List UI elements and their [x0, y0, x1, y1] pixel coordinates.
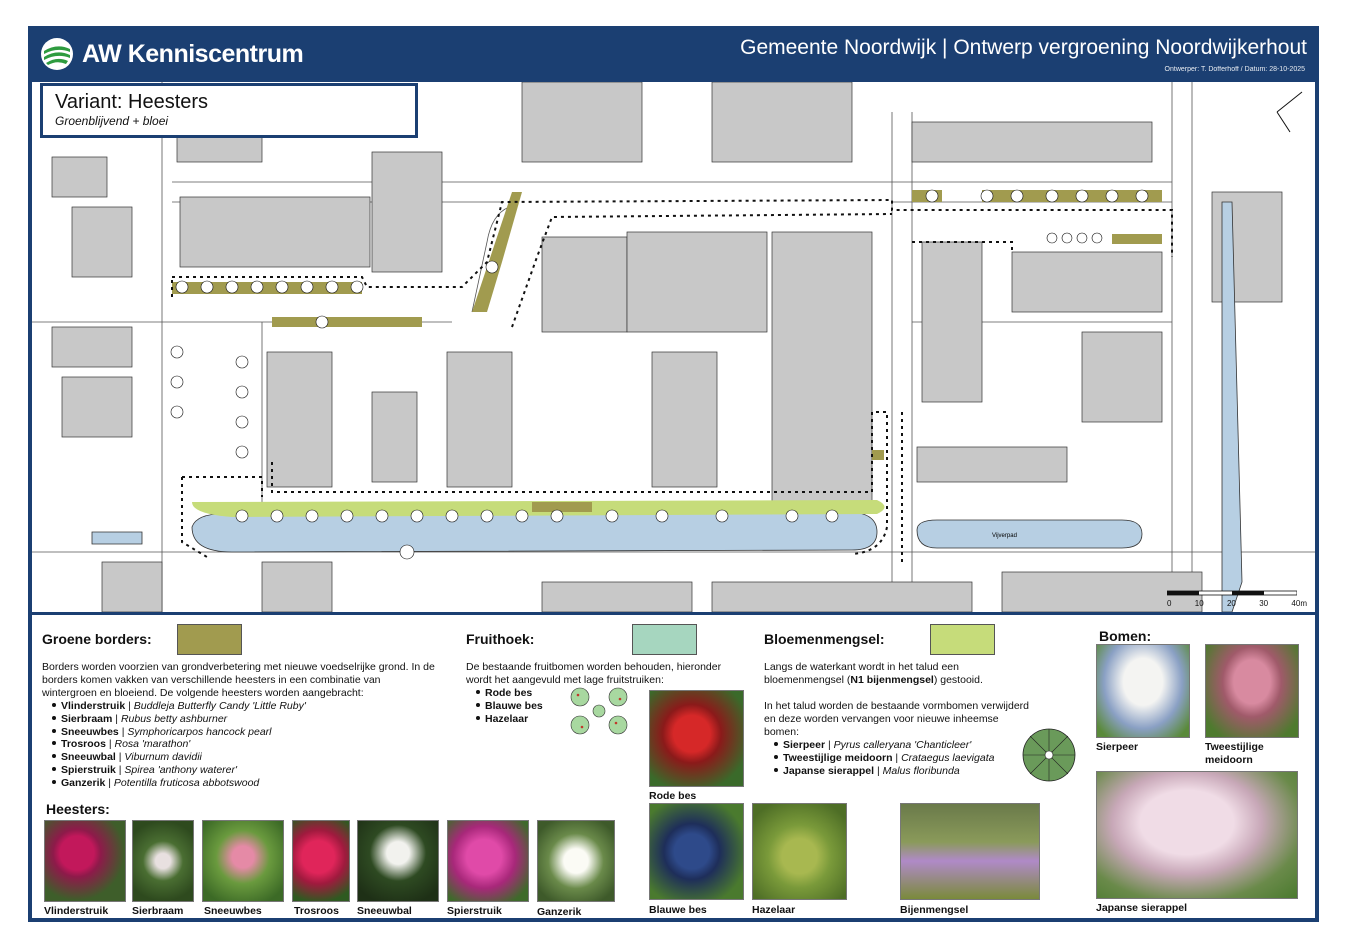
project-meta: Ontwerper: T. Dofferhoff / Datum: 28-10-… [1164, 66, 1305, 73]
heesters-title: Heesters: [46, 801, 110, 817]
list-item: Vlinderstruik | Buddleja Butterfly Candy… [42, 700, 437, 713]
list-item: Sneeuwbal | Viburnum davidii [42, 751, 437, 764]
buildings [51, 82, 1283, 612]
legend-panel: Groene borders: Borders worden voorzien … [32, 612, 1315, 918]
caption: Japanse sierappel [1096, 902, 1188, 914]
list-item: Sneeuwbes | Symphoricarpos hancock pearl [42, 726, 437, 739]
caption: Sierpeer [1096, 741, 1139, 753]
list-item: Hazelaar [466, 713, 543, 726]
variant-box: Variant: Heesters Groenblijvend + bloei [40, 83, 418, 138]
list-item: Rode bes [466, 687, 543, 700]
scale-bar-graphic [1166, 590, 1298, 596]
caption: Sierbraam [132, 905, 184, 917]
caption: Sneeuwbes [204, 905, 262, 917]
bomen-title: Bomen: [1099, 628, 1152, 644]
list-item: Trosroos | Rosa 'marathon' [42, 738, 437, 751]
list-item: Sierpeer | Pyrus calleryana 'Chanticleer… [764, 739, 994, 752]
scale-tick: 10 [1194, 599, 1204, 608]
list-item: Ganzerik | Potentilla fruticosa abbotswo… [42, 777, 437, 790]
list-item: Sierbraam | Rubus betty ashburner [42, 713, 437, 726]
photo-sneeuwbal [357, 820, 439, 902]
scale-bar: 0 10 20 30 40m [1166, 589, 1307, 608]
photo-spierstruik [447, 820, 529, 902]
caption: Hazelaar [752, 904, 796, 916]
groene-borders-intro: Borders worden voorzien van grondverbete… [42, 661, 435, 699]
fruithoek-intro: De bestaande fruitbomen worden behouden,… [466, 661, 722, 686]
fruithoek-swatch [632, 624, 697, 655]
caption: Rode bes [649, 790, 697, 802]
variant-title: Variant: Heesters [55, 91, 209, 113]
bomen-list: Sierpeer | Pyrus calleryana 'Chanticleer… [764, 739, 994, 777]
fruithoek-title: Fruithoek: [466, 631, 535, 647]
photo-blauwe-bes [649, 803, 744, 900]
project-title: Gemeente Noordwijk | Ontwerp vergroening… [740, 36, 1307, 59]
caption: Tweestijlige meidoorn [1205, 741, 1264, 766]
site-map: Vijverpad [32, 82, 1315, 612]
site-plan-drawing: Vijverpad [32, 82, 1315, 612]
caption: Blauwe bes [649, 904, 707, 916]
leaf-logo-icon [41, 38, 73, 70]
tree-symbol-icon [1022, 728, 1076, 782]
groene-borders-list: Vlinderstruik | Buddleja Butterfly Candy… [42, 700, 437, 790]
water-features: Vijverpad [91, 201, 1243, 612]
photo-sierpeer [1096, 644, 1190, 738]
scale-tick: 20 [1226, 599, 1236, 608]
north-arrow [1276, 91, 1303, 133]
caption: Trosroos [294, 905, 339, 917]
photo-ganzerik [537, 820, 615, 902]
project-boundary [171, 198, 1173, 562]
pond-label: Vijverpad [992, 533, 1017, 539]
caption: Sneeuwbal [357, 905, 412, 917]
scale-tick: 40m [1291, 599, 1307, 608]
poster-frame: AW Kenniscentrum Gemeente Noordwijk | On… [28, 26, 1319, 922]
list-item: Spierstruik | Spirea 'anthony waterer' [42, 764, 437, 777]
groene-borders-swatch [177, 624, 242, 655]
brand-name: AW Kenniscentrum [82, 39, 304, 68]
bloemenmengsel-intro: Langs de waterkant wordt in het talud ee… [764, 661, 983, 686]
fruithoek-list: Rode bes Blauwe bes Hazelaar [466, 687, 543, 725]
tree-symbols [170, 189, 1149, 560]
bloemenmengsel-swatch [930, 624, 995, 655]
photo-sierbraam [132, 820, 194, 902]
bloemenmengsel-trees-intro: In het talud worden de bestaande vormbom… [764, 700, 1029, 738]
caption: Vlinderstruik [44, 905, 109, 917]
photo-rode-bes [649, 690, 744, 787]
photo-vlinderstruik [44, 820, 126, 902]
scale-tick: 0 [1167, 599, 1172, 608]
photo-hazelaar [752, 803, 847, 900]
list-item: Blauwe bes [466, 700, 543, 713]
caption: Bijenmengsel [900, 904, 969, 916]
photo-tweestijlige-meidoorn [1205, 644, 1299, 738]
list-item: Tweestijlige meidoorn | Crataegus laevig… [764, 752, 994, 765]
bloemenmengsel-title: Bloemenmengsel: [764, 631, 885, 647]
photo-sneeuwbes [202, 820, 284, 902]
header-bar: AW Kenniscentrum Gemeente Noordwijk | On… [32, 30, 1315, 82]
planting-areas [172, 190, 1162, 517]
photo-trosroos [292, 820, 350, 902]
caption: Spierstruik [447, 905, 502, 917]
photo-japanse-sierappel [1096, 771, 1298, 899]
variant-subtitle: Groenblijvend + bloei [55, 114, 169, 128]
fruit-shrub-symbol-icon [570, 687, 628, 735]
groene-borders-title: Groene borders: [42, 631, 152, 647]
list-item: Japanse sierappel | Malus floribunda [764, 765, 994, 778]
caption: Ganzerik [537, 906, 582, 918]
scale-tick: 30 [1259, 599, 1269, 608]
brand-logo: AW Kenniscentrum [40, 37, 304, 71]
photo-bijenmengsel [900, 803, 1040, 900]
